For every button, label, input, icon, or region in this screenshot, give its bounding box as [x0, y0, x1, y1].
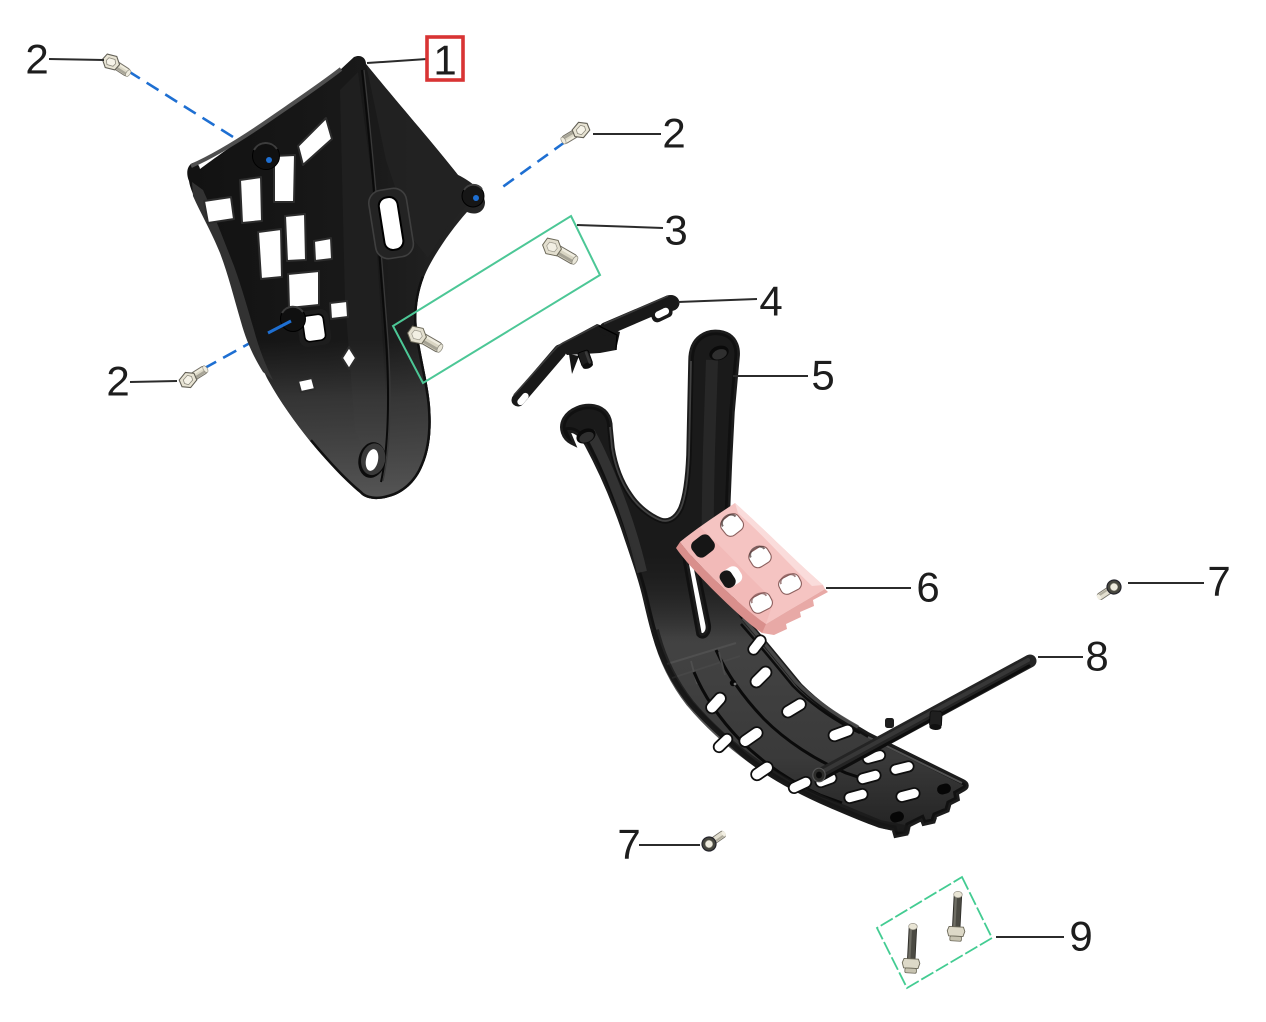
- svg-text:1: 1: [433, 37, 456, 84]
- svg-text:5: 5: [811, 352, 834, 399]
- svg-text:7: 7: [1207, 558, 1230, 605]
- svg-text:7: 7: [617, 821, 640, 868]
- svg-text:2: 2: [662, 110, 685, 157]
- svg-text:3: 3: [664, 207, 687, 254]
- svg-text:9: 9: [1069, 913, 1092, 960]
- svg-text:2: 2: [25, 36, 48, 83]
- svg-text:6: 6: [916, 564, 939, 611]
- svg-text:8: 8: [1085, 633, 1108, 680]
- svg-text:4: 4: [759, 278, 782, 325]
- svg-text:2: 2: [106, 358, 129, 405]
